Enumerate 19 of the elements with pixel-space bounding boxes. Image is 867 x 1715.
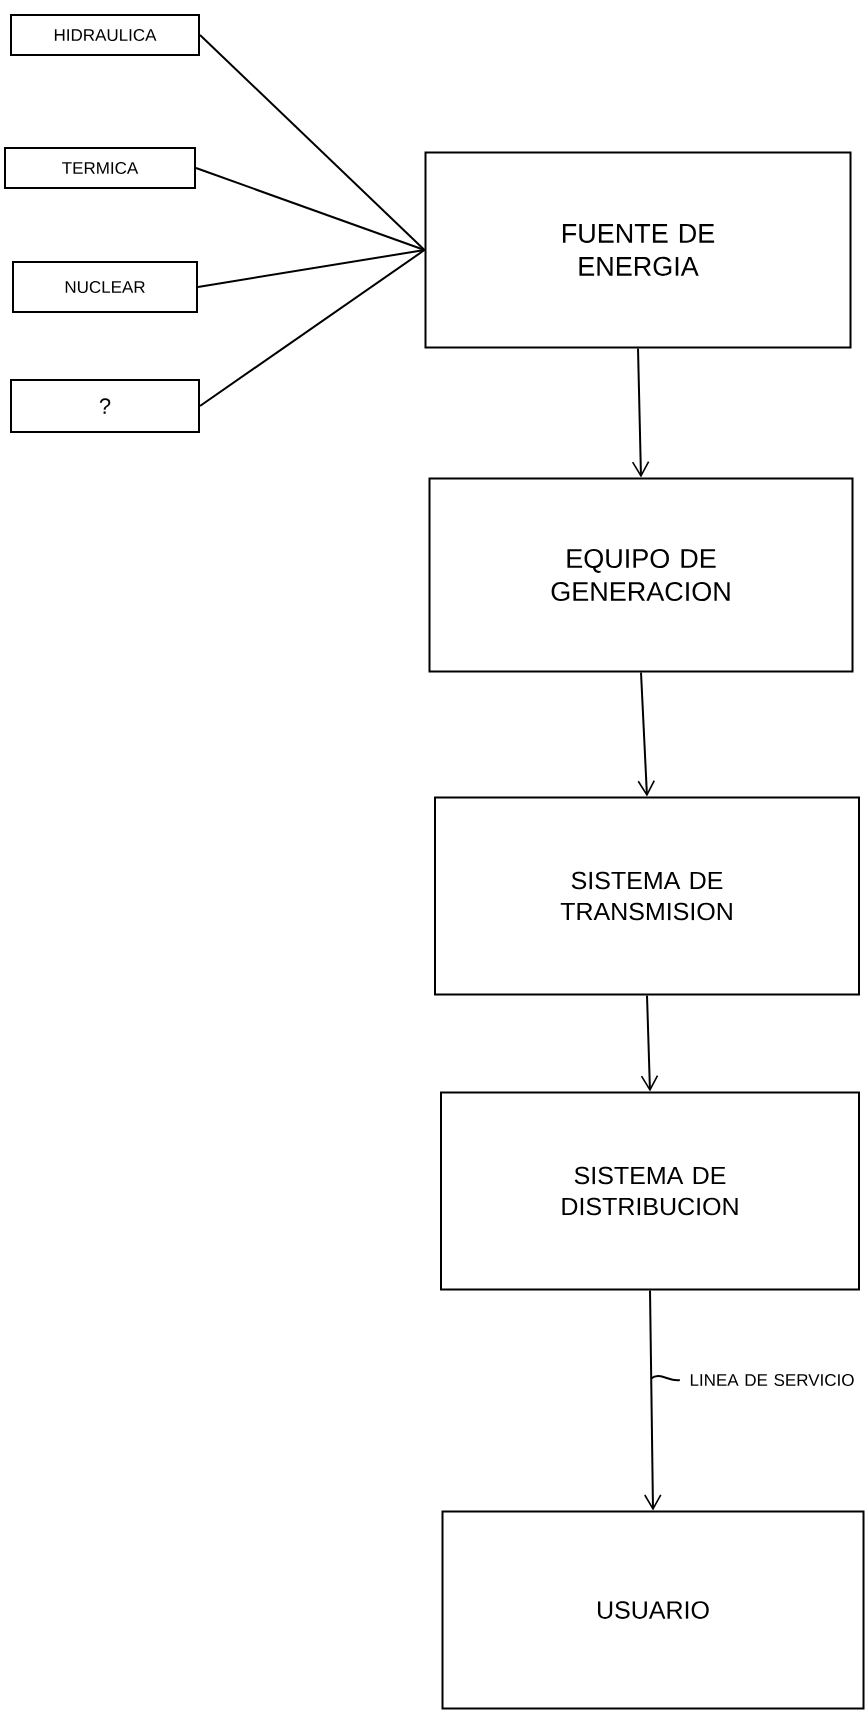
connector-line (199, 249, 426, 407)
source-box: ? (10, 379, 200, 433)
arrow (631, 347, 650, 478)
process-box: EQUIPO DE GENERACION (428, 477, 854, 673)
process-box: SISTEMA DE DISTRIBUCION (440, 1091, 860, 1291)
arrow (644, 1289, 662, 1511)
connector-line (199, 34, 426, 251)
leader-line (650, 1375, 681, 1382)
connector-line (195, 167, 426, 251)
source-box: NUCLEAR (12, 261, 198, 313)
source-box: TERMICA (4, 147, 196, 189)
arrow (640, 994, 659, 1092)
source-box: HIDRAULICA (10, 14, 200, 56)
arrow (637, 671, 656, 797)
process-box: USUARIO (441, 1510, 865, 1710)
leader-label: LINEA DE SERVICIO (690, 1374, 854, 1387)
connector-line (197, 249, 426, 288)
process-box: FUENTE DE ENERGIA (424, 151, 852, 349)
process-box: SISTEMA DE TRANSMISION (434, 796, 860, 996)
